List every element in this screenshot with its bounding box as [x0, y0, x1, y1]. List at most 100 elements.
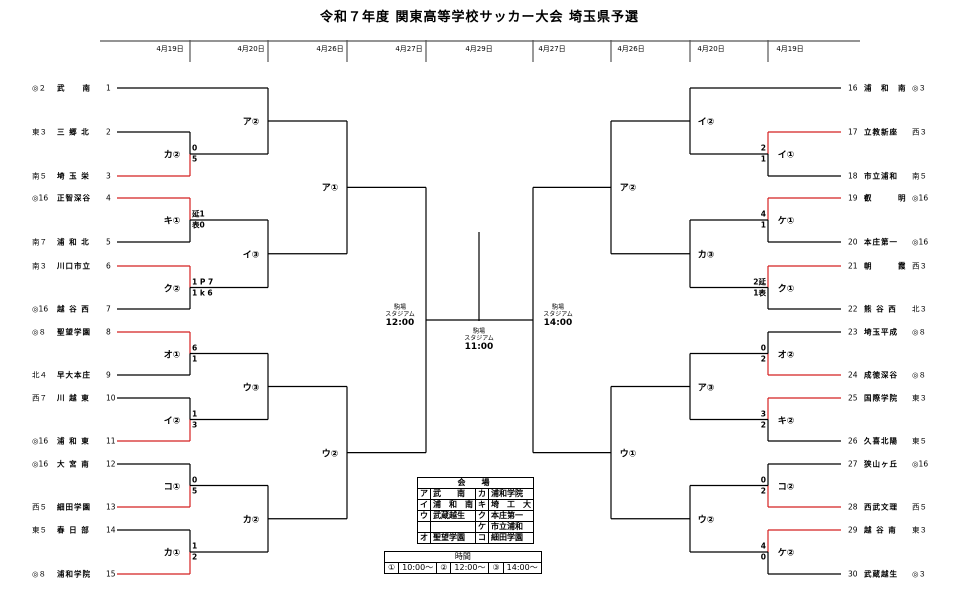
team-seed: ◎８ [912, 370, 927, 380]
team-name: 春 日 部 [57, 525, 90, 535]
team-seed: ◎８ [912, 327, 927, 337]
match-code: ケ② [776, 545, 796, 559]
team-slot-number: 5 [106, 237, 111, 247]
team-name: 聖望学園 [57, 327, 91, 337]
team-slot-number: 22 [848, 304, 858, 314]
team-name: 朝 霞 [864, 261, 907, 271]
team-name: 武蔵越生 [864, 569, 898, 579]
venue-left-semifinal: 駒場 スタジアム 12:00 [385, 304, 415, 328]
venue-code: イ [417, 499, 431, 511]
venue-name: 聖望学園 [430, 532, 476, 544]
team-seed: 西５ [912, 502, 927, 512]
team-seed: ◎２ [32, 83, 47, 93]
match-code: イ② [162, 413, 182, 426]
score-top: 1 [192, 541, 198, 551]
venue-final: 駒場 スタジアム 11:00 [464, 328, 494, 352]
match-code: イ② [696, 114, 716, 128]
match-code: ウ③ [241, 380, 261, 393]
date-header-right-r4: 4月27日 [538, 45, 566, 53]
score-top: 3 [760, 409, 766, 418]
team-name: 久喜北陽 [864, 436, 898, 446]
score-bottom: 1 k 6 [192, 288, 213, 297]
team-name: 大 宮 南 [57, 459, 90, 469]
time-slot-code: ① [383, 562, 400, 574]
time-slot-time: 12:00～ [450, 562, 490, 574]
team-name: 越 谷 西 [57, 304, 90, 314]
team-seed: 西３ [912, 261, 927, 271]
score-top: 2 [760, 143, 766, 153]
table-row: ウ 武蔵越生 ク 本庄第一 [417, 510, 534, 522]
match-code: ア① [320, 180, 340, 194]
team-slot-number: 18 [848, 171, 858, 181]
team-slot-number: 12 [106, 459, 116, 469]
time-slot-time: 10:00～ [398, 562, 438, 574]
score-top: 延1 [192, 209, 205, 219]
team-name: 狭山ヶ丘 [864, 459, 898, 469]
team-name: 川 越 東 [57, 393, 90, 403]
team-name: 市立浦和 [864, 171, 898, 181]
time-slot-code: ③ [488, 562, 504, 574]
team-slot-number: 7 [106, 304, 111, 314]
team-seed: ◎８ [32, 327, 47, 337]
score-top: 1 P 7 [192, 277, 214, 286]
team-seed: ◎８ [32, 569, 47, 579]
time-legend-table: 時間 ① 10:00～ ② 12:00～ ③ 14:00～ [383, 551, 542, 574]
team-slot-number: 13 [106, 502, 116, 512]
venue-name: 浦 和 南 [430, 499, 476, 511]
score-top: 2延 [753, 277, 766, 286]
venue-right-semifinal: 駒場 スタジアム 14:00 [543, 304, 573, 328]
score-bottom: 表0 [192, 220, 205, 230]
table-row: ① 10:00～ ② 12:00～ ③ 14:00～ [383, 562, 542, 574]
venue-code: ア [417, 488, 431, 500]
team-slot-number: 16 [848, 83, 858, 93]
venue-code: カ [475, 488, 489, 500]
venue-name [430, 521, 476, 533]
venue-code: オ [417, 532, 431, 544]
match-code: オ① [162, 347, 182, 360]
match-code: キ② [776, 413, 796, 426]
match-code: ク② [162, 281, 182, 294]
venue-time: 11:00 [464, 342, 494, 352]
team-seed: 南５ [912, 171, 927, 181]
team-name: 成徳深谷 [864, 370, 898, 380]
time-slot-code: ② [436, 562, 452, 574]
date-header-right-r2: 4月20日 [697, 45, 725, 53]
team-name: 正智深谷 [57, 193, 91, 203]
venue-name: 駒場 スタジアム [543, 304, 573, 318]
team-seed: ◎16 [912, 193, 929, 203]
page-title: 令和７年度 関東高等学校サッカー大会 埼玉県予選 [319, 10, 640, 25]
team-slot-number: 21 [848, 261, 858, 271]
team-seed: ◎16 [912, 459, 929, 469]
team-slot-number: 3 [106, 171, 111, 181]
team-slot-number: 19 [848, 193, 858, 203]
venue-name: 市立浦和 [488, 521, 534, 533]
team-slot-number: 2 [106, 127, 111, 137]
team-slot-number: 15 [106, 569, 116, 579]
venue-table-header: 会 場 [417, 477, 534, 489]
team-seed: ◎３ [912, 569, 927, 579]
score-top: 1 [192, 409, 198, 418]
team-slot-number: 30 [848, 569, 858, 579]
match-code: ケ① [776, 213, 796, 227]
venue-name: 本庄第一 [488, 510, 534, 522]
team-slot-number: 9 [106, 370, 111, 380]
date-header-left-r2: 4月20日 [237, 45, 265, 53]
team-seed: ◎16 [32, 193, 49, 203]
team-name: 立教新座 [864, 127, 898, 137]
team-seed: ◎16 [32, 436, 49, 446]
venue-code: ケ [475, 521, 489, 533]
team-slot-number: 29 [848, 525, 858, 535]
score-top: 4 [760, 541, 766, 551]
venue-code: キ [475, 499, 489, 511]
team-slot-number: 1 [106, 83, 111, 93]
date-header-left-r4: 4月27日 [395, 45, 423, 53]
score-bottom: 2 [760, 354, 766, 363]
venue-code: コ [475, 532, 489, 544]
team-seed: ◎16 [32, 304, 49, 314]
score-bottom: 2 [760, 420, 766, 429]
match-code: カ② [162, 147, 182, 161]
team-name: 国際学院 [864, 393, 898, 403]
date-header-right-r3: 4月26日 [617, 45, 645, 53]
table-row: ケ 市立浦和 [417, 521, 534, 533]
